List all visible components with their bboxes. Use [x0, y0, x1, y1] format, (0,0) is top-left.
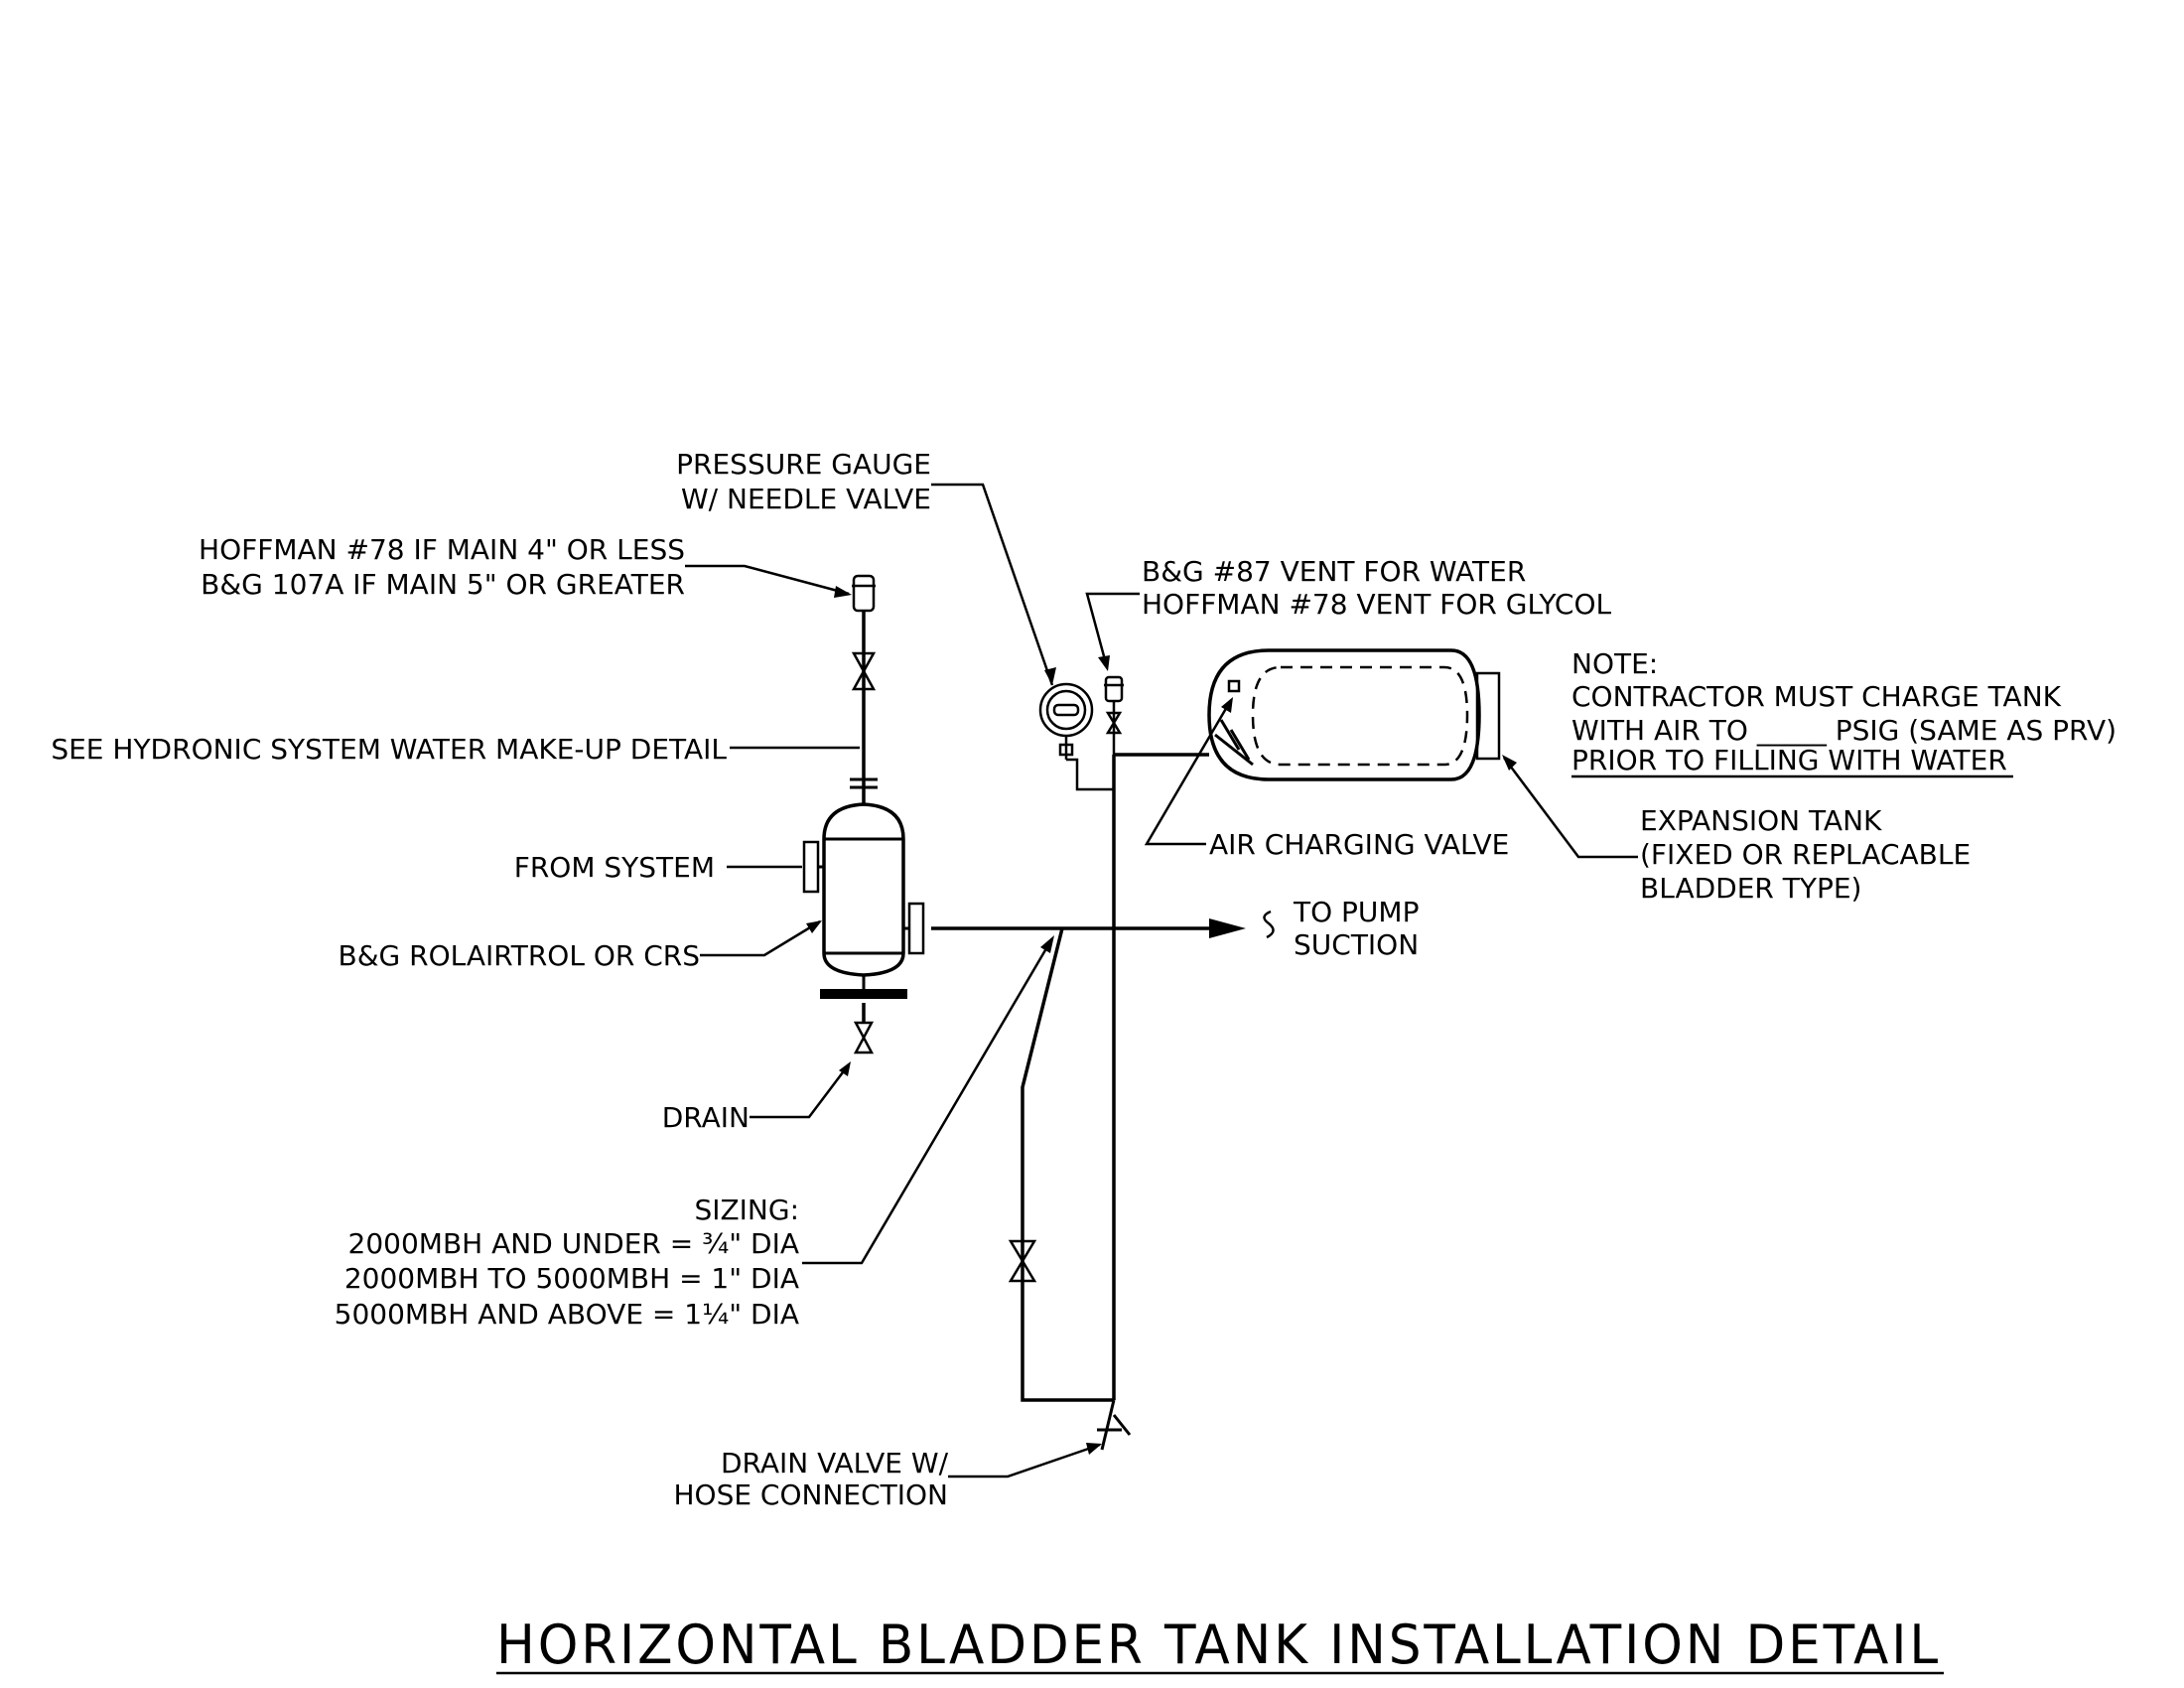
leaders	[685, 483, 1638, 1478]
air-charging-valve-icon	[1214, 719, 1254, 767]
drain-label: DRAIN	[662, 1101, 750, 1134]
flow-arrow-icon	[1209, 918, 1246, 938]
hoffman-label-2: B&G 107A IF MAIN 5" OR GREATER	[201, 568, 685, 601]
drain-valve-label-2: HOSE CONNECTION	[673, 1478, 948, 1511]
bg-vent-icon	[1104, 675, 1124, 755]
hoffman-label-1: HOFFMAN #78 IF MAIN 4" OR LESS	[199, 533, 685, 566]
drain-valve-label-1: DRAIN VALVE W/	[721, 1447, 949, 1479]
makeup-label: SEE HYDRONIC SYSTEM WATER MAKE-UP DETAIL	[51, 733, 727, 766]
sizing-label-4: 5000MBH AND ABOVE = 1¼" DIA	[335, 1298, 799, 1331]
valve-icon	[851, 651, 877, 691]
note-label-4: PRIOR TO FILLING WITH WATER	[1571, 744, 2007, 776]
hoffman-vent-icon	[852, 574, 876, 613]
note-label-1: NOTE:	[1571, 647, 1658, 680]
pressure-gauge-label-1: PRESSURE GAUGE	[676, 448, 931, 481]
pressure-gauge-icon	[1038, 682, 1094, 760]
sizing-label-3: 2000MBH TO 5000MBH = 1" DIA	[344, 1262, 799, 1295]
air-charging-label: AIR CHARGING VALVE	[1209, 828, 1509, 861]
expansion-tank-label-1: EXPANSION TANK	[1640, 804, 1882, 837]
note-label-2: CONTRACTOR MUST CHARGE TANK	[1571, 680, 2062, 713]
title-block: HORIZONTAL BLADDER TANK INSTALLATION DET…	[496, 1614, 1944, 1676]
page-title: HORIZONTAL BLADDER TANK INSTALLATION DET…	[496, 1614, 1941, 1676]
bg-vent-label-1: B&G #87 VENT FOR WATER	[1142, 555, 1526, 588]
piping	[850, 611, 1275, 1451]
expansion-tank-label-2: (FIXED OR REPLACABLE	[1640, 838, 1971, 871]
labels: PRESSURE GAUGE W/ NEEDLE VALVE HOFFMAN #…	[51, 448, 2116, 1511]
drain-valve-icon	[853, 1003, 875, 1055]
note-label-3: WITH AIR TO _____ PSIG (SAME AS PRV)	[1571, 714, 2116, 747]
to-pump-label-2: SUCTION	[1294, 928, 1419, 961]
sizing-label-1: SIZING:	[694, 1194, 799, 1226]
air-separator	[802, 802, 925, 999]
sizing-label-2: 2000MBH AND UNDER = ¾" DIA	[348, 1227, 799, 1260]
rolairtrol-label: B&G ROLAIRTROL OR CRS	[339, 939, 700, 972]
bypass-valve-icon	[1008, 1239, 1037, 1283]
from-system-label: FROM SYSTEM	[514, 851, 715, 884]
bg-vent-label-2: HOFFMAN #78 VENT FOR GLYCOL	[1142, 588, 1611, 621]
to-pump-label-1: TO PUMP	[1293, 896, 1419, 928]
pressure-gauge-label-2: W/ NEEDLE VALVE	[681, 483, 931, 515]
expansion-tank-label-3: BLADDER TYPE)	[1640, 872, 1861, 905]
expansion-tank	[1207, 648, 1501, 781]
pipe-break-icon	[1263, 910, 1275, 939]
